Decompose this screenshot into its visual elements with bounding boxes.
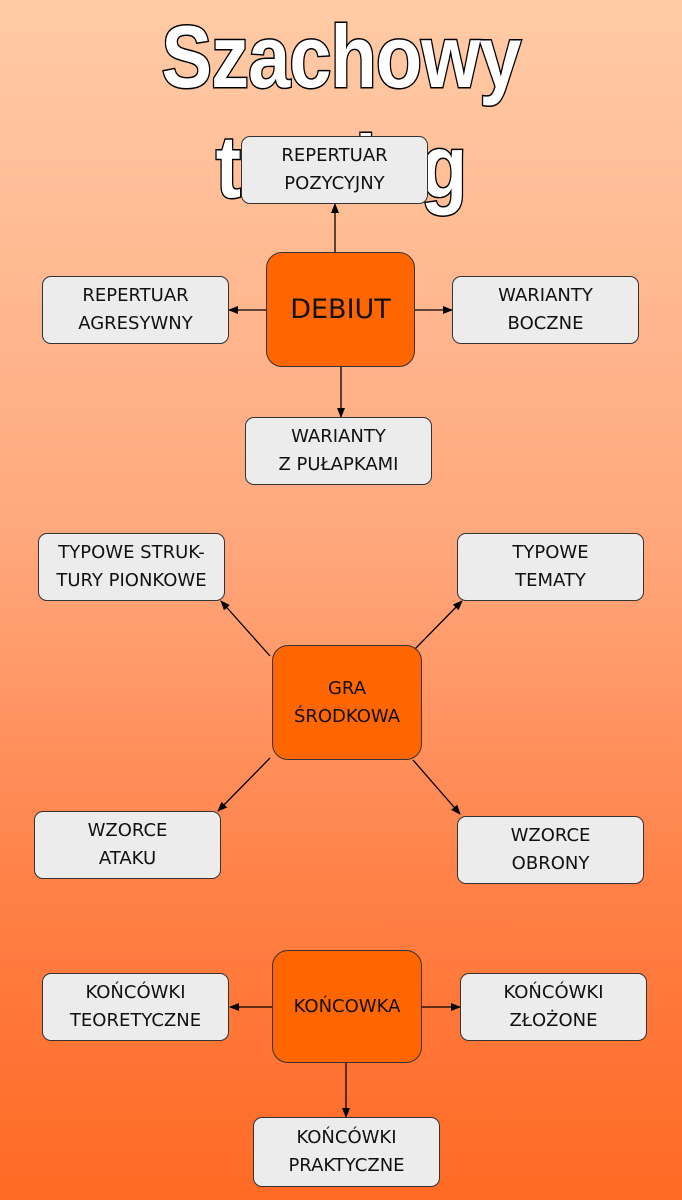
node-label-line: WARIANTY (498, 285, 593, 306)
node-label-line: WZORCE (510, 825, 591, 846)
node-label-line: TYPOWE (512, 542, 589, 563)
node-label-line: ATAKU (98, 848, 157, 869)
node-label-line: REPERTUAR (281, 145, 388, 166)
node-warianty-boczne: WARIANTY BOCZNE (452, 276, 639, 344)
node-label-line: POZYCYJNY (284, 173, 385, 194)
node-repertuar-pozycyjny: REPERTUAR POZYCYJNY (241, 136, 428, 204)
node-label-line: Z PUŁAPKAMI (278, 454, 399, 475)
node-label-line: TYPOWE STRUK- (58, 542, 205, 563)
center-label-line: DEBIUT (290, 293, 391, 325)
arrow-srodkowa-to-struktury (220, 600, 271, 657)
node-koncowki-teoretyczne: KOŃCÓWKI TEORETYCZNE (42, 973, 229, 1041)
node-warianty-z-pulapkami: WARIANTY Z PUŁAPKAMI (245, 417, 432, 485)
node-label-line: TEMATY (515, 570, 586, 591)
node-label-line: OBRONY (511, 853, 590, 874)
node-label-line: WARIANTY (291, 426, 386, 447)
node-wzorce-ataku: WZORCE ATAKU (34, 811, 221, 879)
node-label-line: ZŁOŻONE (509, 1010, 598, 1031)
node-typowe-struktury-pionkowe: TYPOWE STRUK- TURY PIONKOWE (38, 533, 225, 601)
arrow-srodkowa-to-obrony (412, 759, 461, 815)
node-koncowki-praktyczne: KOŃCÓWKI PRAKTYCZNE (253, 1117, 440, 1187)
arrow-srodkowa-to-tematy (412, 600, 463, 652)
node-typowe-tematy: TYPOWE TEMATY (457, 533, 644, 601)
node-repertuar-agresywny: REPERTUAR AGRESYWNY (42, 276, 229, 344)
center-node-koncowka: KOŃCOWKA (272, 950, 422, 1063)
center-label-line: GRA (327, 677, 367, 699)
node-label-line: TURY PIONKOWE (56, 570, 207, 591)
center-node-gra-srodkowa: GRA ŚRODKOWA (272, 645, 422, 760)
center-label-line: ŚRODKOWA (293, 705, 401, 727)
node-wzorce-obrony: WZORCE OBRONY (457, 816, 644, 884)
node-label-line: KOŃCÓWKI (503, 982, 604, 1003)
node-label-line: KOŃCÓWKI (296, 1127, 397, 1148)
center-label-line: KOŃCOWKA (293, 995, 401, 1017)
node-label-line: PRAKTYCZNE (288, 1155, 405, 1176)
node-label-line: REPERTUAR (82, 285, 189, 306)
node-label-line: KOŃCÓWKI (85, 982, 186, 1003)
arrow-srodkowa-to-ataku (217, 757, 271, 812)
center-node-debiut: DEBIUT (266, 252, 415, 367)
node-koncowki-zlozone: KOŃCÓWKI ZŁOŻONE (460, 973, 647, 1041)
node-label-line: WZORCE (87, 820, 168, 841)
node-label-line: BOCZNE (507, 313, 584, 334)
node-label-line: TEORETYCZNE (69, 1010, 202, 1031)
node-label-line: AGRESYWNY (78, 313, 193, 334)
